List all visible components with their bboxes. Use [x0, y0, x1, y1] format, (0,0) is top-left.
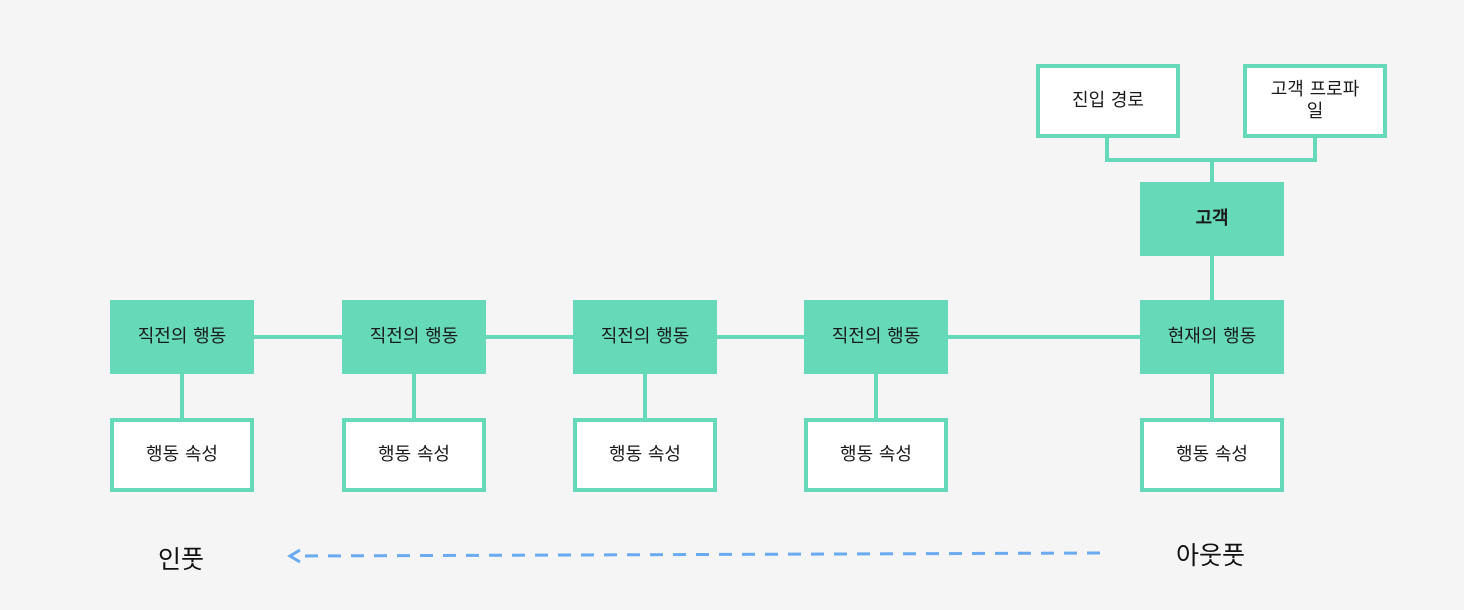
customer-box: 고객	[1140, 182, 1284, 256]
flow-arrow-line	[299, 551, 1101, 558]
entry-path-box: 진입 경로	[1036, 64, 1180, 138]
customer-label: 고객	[1195, 207, 1229, 229]
previous-behavior-label: 직전의 행동	[137, 325, 227, 347]
behavior-attribute-label: 행동 속성	[1176, 443, 1248, 465]
previous-behavior-box-2: 직전의 행동	[342, 300, 486, 374]
customer-profile-label: 고객 프로파일	[1270, 78, 1360, 123]
current-behavior-box: 현재의 행동	[1140, 300, 1284, 374]
previous-behavior-box-1: 직전의 행동	[110, 300, 254, 374]
behavior-attribute-box-1: 행동 속성	[110, 418, 254, 492]
behavior-attribute-box-3: 행동 속성	[573, 418, 717, 492]
output-label: 아웃풋	[1176, 541, 1246, 570]
behavior-attribute-label: 행동 속성	[609, 443, 681, 465]
previous-behavior-label: 직전의 행동	[600, 325, 690, 347]
input-label: 인풋	[158, 545, 205, 574]
behavior-attribute-label: 행동 속성	[378, 443, 450, 465]
behavior-attribute-box-2: 행동 속성	[342, 418, 486, 492]
previous-behavior-label: 직전의 행동	[369, 325, 459, 347]
behavior-attribute-label: 행동 속성	[146, 443, 218, 465]
previous-behavior-box-3: 직전의 행동	[573, 300, 717, 374]
customer-profile-box: 고객 프로파일	[1243, 64, 1387, 138]
current-behavior-label: 현재의 행동	[1167, 325, 1257, 347]
behavior-attribute-label: 행동 속성	[840, 443, 912, 465]
flow-arrowhead	[287, 548, 301, 564]
behavior-attribute-box-4: 행동 속성	[804, 418, 948, 492]
previous-behavior-box-4: 직전의 행동	[804, 300, 948, 374]
entry-path-label: 진입 경로	[1072, 89, 1144, 111]
connector-bracket	[1105, 138, 1317, 162]
behavior-attribute-box-current: 행동 속성	[1140, 418, 1284, 492]
previous-behavior-label: 직전의 행동	[831, 325, 921, 347]
